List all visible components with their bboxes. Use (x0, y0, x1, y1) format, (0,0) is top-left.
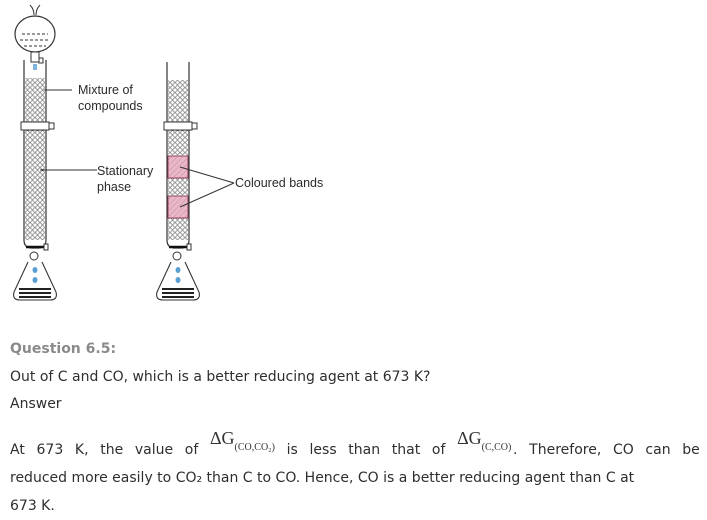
answer-line-3: 673 K. (10, 498, 55, 514)
answer-line-2: reduced more easily to CO₂ than C to CO.… (10, 470, 635, 486)
label-coloured-bands: Coloured bands (235, 176, 324, 190)
answer-label: Answer (10, 396, 62, 412)
question-title: Question 6.5: (10, 341, 117, 357)
answer-paragraph: At 673 K, the value of ΔG(CO,CO₂) is les… (10, 424, 700, 520)
delta-g-c-co: ΔG(C,CO) (457, 428, 512, 453)
label-mixture-of-compounds: Mixture of compounds (78, 83, 143, 113)
right-column (156, 62, 235, 301)
chromatography-figure: Mixture of compounds Stationary phase Co… (0, 0, 360, 310)
delta-g-co-co2: ΔG(CO,CO₂) (209, 428, 275, 453)
answer-line-1: At 673 K, the value of ΔG(CO,CO₂) is les… (10, 424, 700, 464)
left-column (13, 4, 97, 301)
question-text: Out of C and CO, which is a better reduc… (10, 369, 431, 385)
column-chromatography-diagram (13, 4, 235, 301)
label-stationary-phase: Stationary phase (97, 164, 154, 194)
